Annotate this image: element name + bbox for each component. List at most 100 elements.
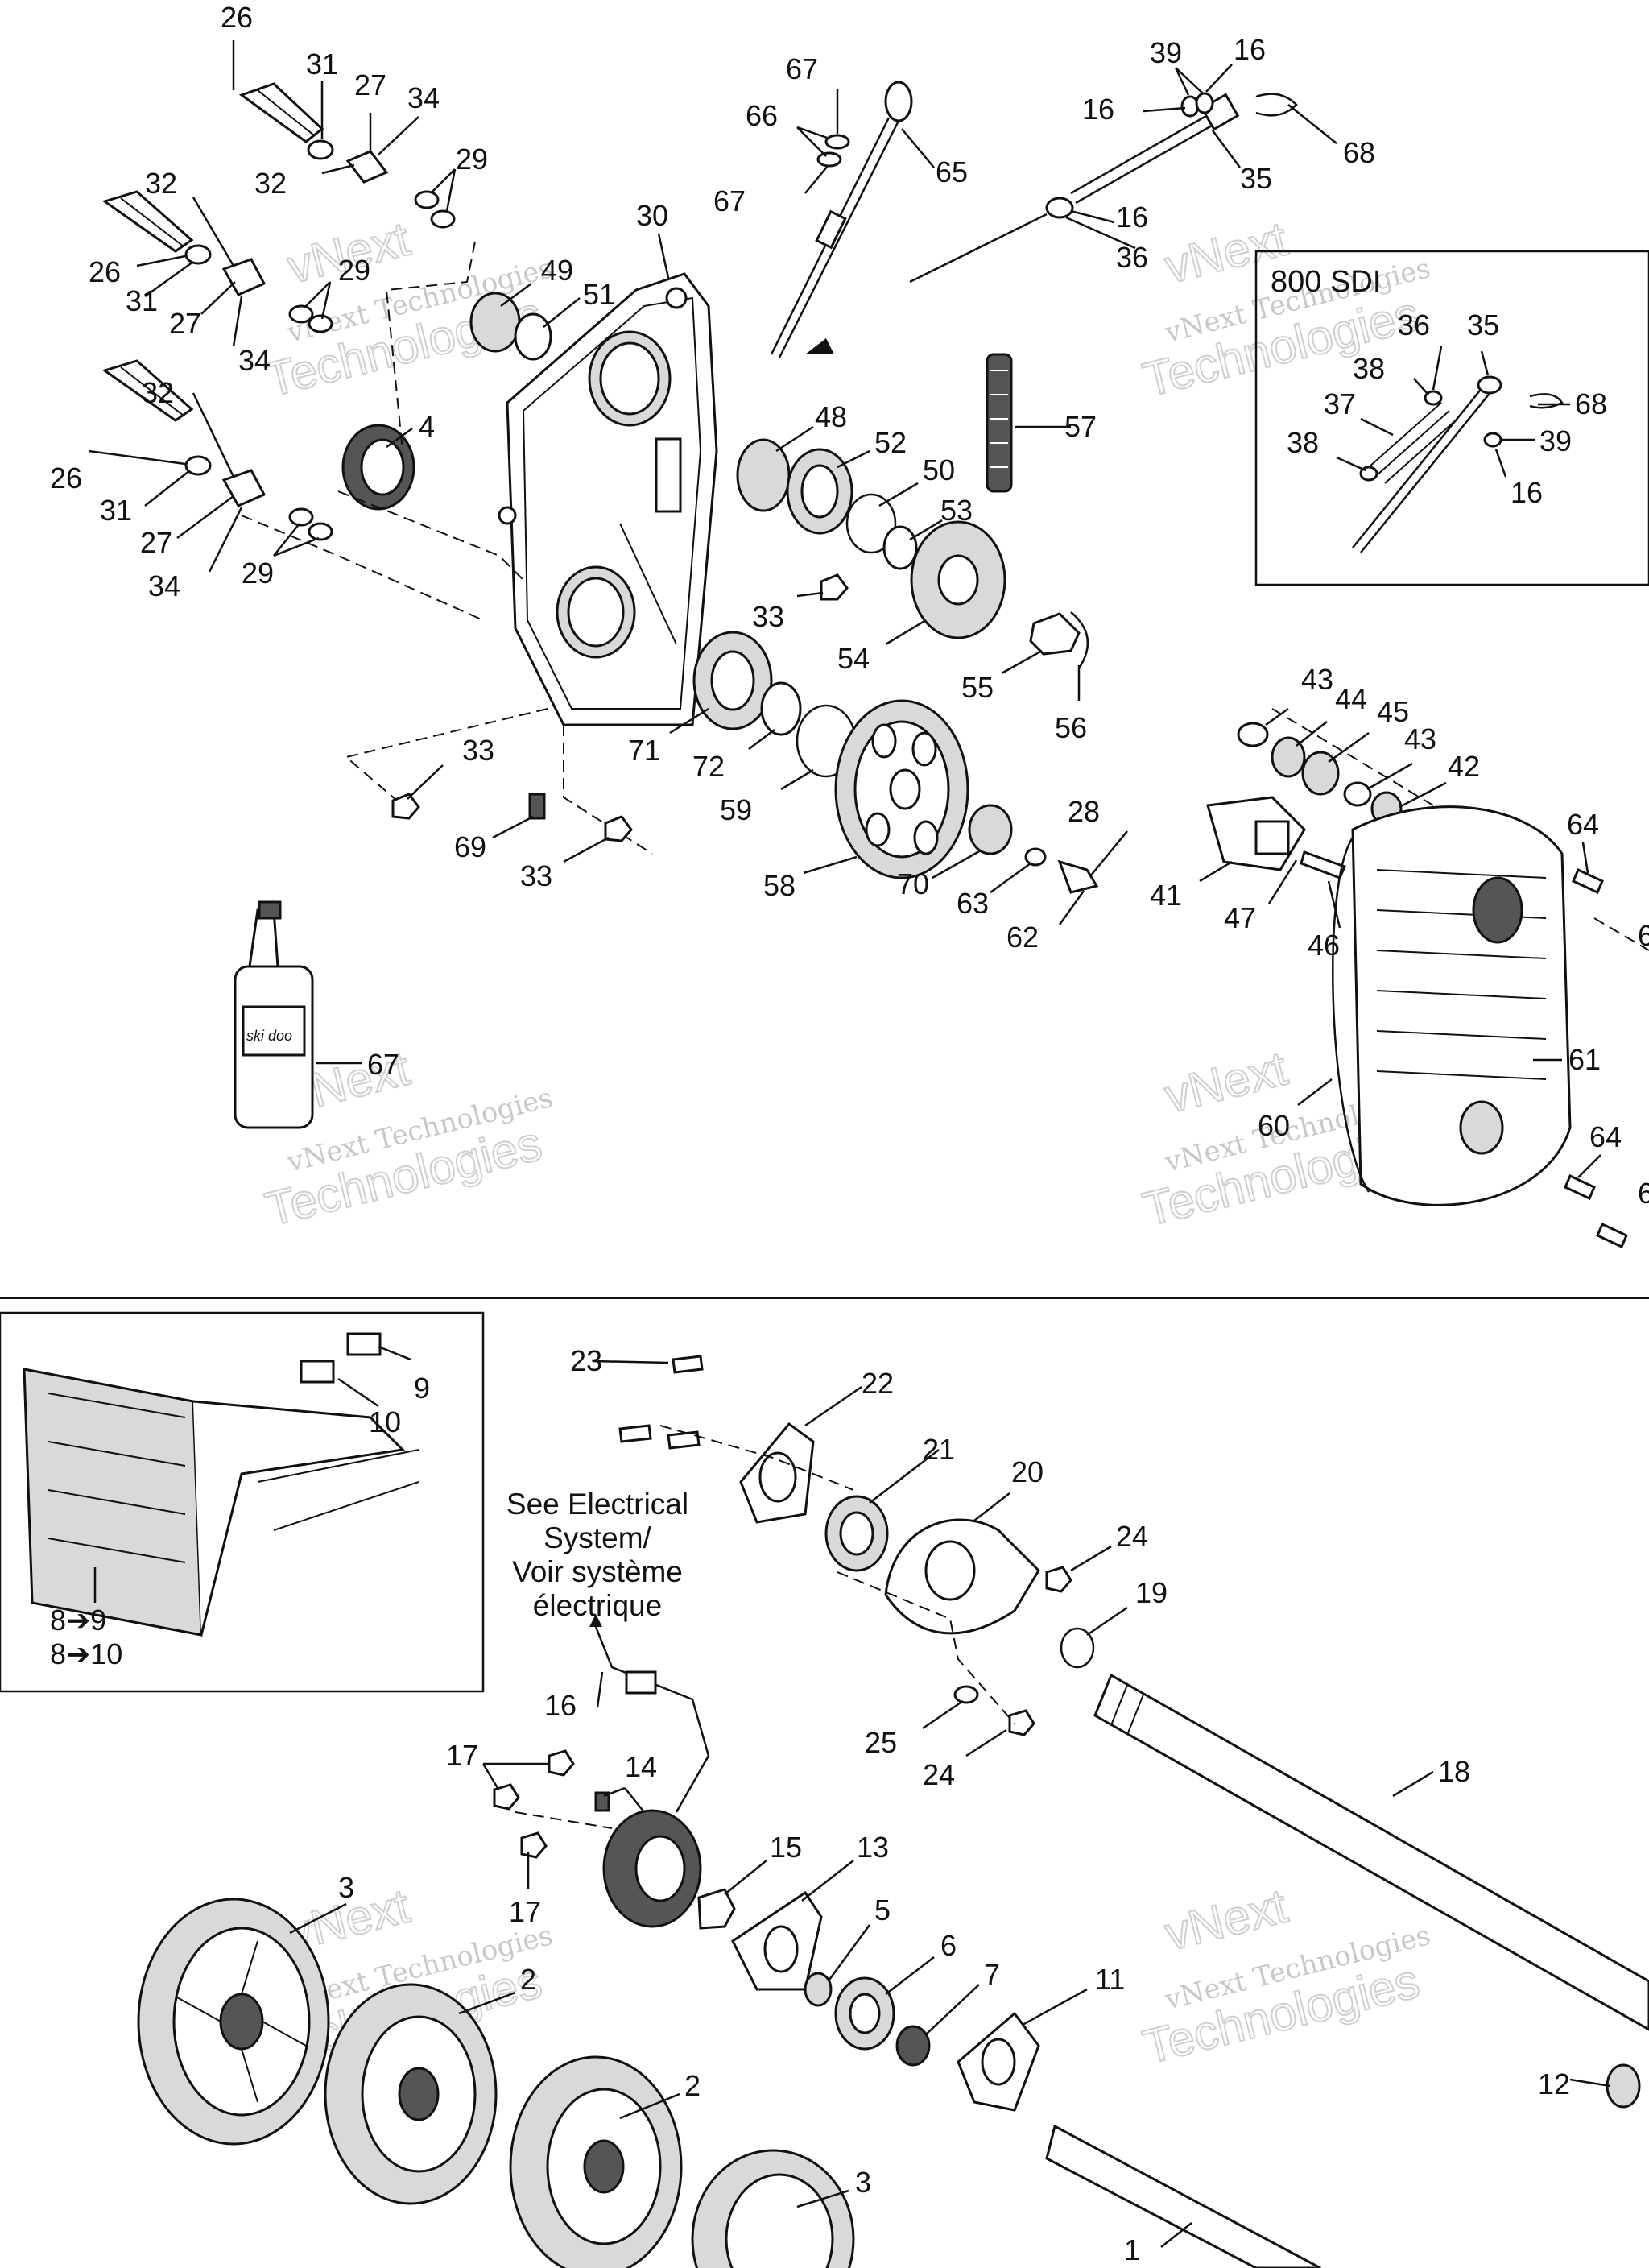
- label-38: 38: [1353, 352, 1385, 385]
- watermark-line1: vNext: [1159, 1879, 1292, 1961]
- label-55: 55: [961, 671, 994, 704]
- label-48: 48: [815, 400, 847, 433]
- oil-bottle-67: ski doo: [234, 900, 314, 1129]
- label-35: 35: [1240, 162, 1272, 195]
- label-67: 67: [786, 52, 818, 85]
- label-2: 2: [520, 1963, 536, 1996]
- drive-axle-18: [1093, 1673, 1649, 2031]
- label-32: 32: [254, 167, 287, 200]
- electrical-note-line2: System/: [543, 1521, 651, 1554]
- label-61: 61: [1568, 1043, 1601, 1076]
- label-10: 10: [369, 1405, 401, 1438]
- label-17: 17: [446, 1739, 478, 1772]
- assembly-line: [515, 1811, 613, 1829]
- label-56: 56: [1055, 711, 1087, 744]
- washer-29-lower-b: [308, 522, 333, 541]
- inset-tensioner-assembly: [1352, 375, 1564, 553]
- inset-title: 800 SDI: [1271, 265, 1381, 299]
- label-38: 38: [1287, 426, 1319, 459]
- washer-43-b: [1343, 781, 1372, 807]
- label-6: 6: [940, 1929, 957, 1962]
- nut-33-c: [604, 815, 633, 842]
- label-24: 24: [923, 1758, 955, 1791]
- flange-13: [731, 1890, 823, 1991]
- assembly-arrow: [909, 213, 1048, 284]
- nut-33-b: [391, 793, 420, 820]
- washer-29-lower-a: [288, 507, 314, 527]
- drive-sprocket-3-b: [691, 2149, 855, 2268]
- label-22: 22: [862, 1367, 894, 1400]
- washer-63: [1024, 847, 1047, 867]
- label-6: 6: [1638, 1177, 1649, 1210]
- label-29: 29: [456, 143, 488, 176]
- screw-16: [594, 1791, 610, 1812]
- label-34: 34: [407, 81, 440, 114]
- label-16: 16: [1082, 93, 1114, 126]
- nut-24-a: [1045, 1566, 1072, 1593]
- label-13: 13: [857, 1831, 889, 1864]
- label-6: 6: [1638, 919, 1649, 952]
- ring-51: [514, 312, 552, 361]
- drive-sprocket-3-a: [137, 1898, 330, 2146]
- label-67: 67: [367, 1048, 399, 1081]
- bearing-flange-22: [739, 1422, 815, 1524]
- bolt-64-c: [1596, 1222, 1628, 1249]
- label-39: 39: [1539, 424, 1572, 457]
- o-ring-66-b: [816, 151, 842, 168]
- drive-sprocket-2-b: [509, 2055, 683, 2268]
- part-labels: 26 31 27 34 32 29 32 26 31 27 29 34 32 4…: [50, 1, 1649, 2266]
- label-12: 12: [1538, 2067, 1570, 2100]
- assembly-line: [337, 490, 524, 581]
- chain-57: [986, 353, 1013, 493]
- label-2: 2: [684, 2069, 701, 2102]
- label-26: 26: [50, 461, 82, 495]
- bearing-45: [1301, 751, 1340, 796]
- label-16: 16: [1511, 476, 1543, 509]
- label-14: 14: [625, 1750, 657, 1783]
- bolt-64-b: [1564, 1173, 1596, 1201]
- label-47: 47: [1224, 901, 1256, 934]
- label-33: 33: [752, 600, 784, 633]
- track-inset: [0, 1311, 485, 1693]
- seal-5: [804, 1972, 833, 2007]
- bolt-23-a: [672, 1355, 704, 1374]
- label-64: 64: [1589, 1120, 1622, 1153]
- label-39: 39: [1150, 36, 1182, 69]
- label-32: 32: [145, 167, 177, 200]
- label-15: 15: [770, 1831, 802, 1864]
- assembly-line: [344, 708, 548, 806]
- label-42: 42: [1448, 750, 1480, 783]
- label-31: 31: [100, 494, 132, 527]
- label-31: 31: [306, 48, 338, 81]
- label-43: 43: [1404, 722, 1436, 755]
- sensor-14: [602, 1809, 702, 1928]
- spacer-70: [968, 804, 1013, 855]
- nut-33-a: [820, 573, 849, 601]
- label-43: 43: [1301, 663, 1333, 696]
- washer-31-middle: [184, 244, 212, 265]
- label-66: 66: [746, 99, 778, 132]
- washer-29-middle-b: [308, 314, 333, 333]
- nut-55: [1029, 612, 1081, 656]
- label-60: 60: [1258, 1109, 1290, 1142]
- bearing-housing-20: [884, 1518, 1040, 1635]
- gear-58: [834, 699, 969, 879]
- electrical-note: See Electrical System/ Voir système élec…: [506, 1488, 688, 1622]
- label-1: 1: [1124, 2233, 1140, 2266]
- label-30: 30: [636, 199, 668, 232]
- label-27: 27: [140, 526, 172, 559]
- washer-31-lower: [184, 455, 212, 476]
- breather-69: [528, 793, 546, 820]
- assembly-line: [837, 1571, 1015, 1724]
- label-27: 27: [169, 307, 201, 340]
- tensioner-block-41: [1206, 796, 1306, 871]
- gasket-60: [1332, 837, 1370, 1193]
- clip-9: [346, 1332, 382, 1356]
- seal-4: [341, 424, 415, 511]
- sprocket-54: [910, 520, 1006, 639]
- label-16: 16: [1116, 201, 1148, 234]
- leader-lines: [88, 40, 1611, 2248]
- bolt-46: [1300, 850, 1347, 879]
